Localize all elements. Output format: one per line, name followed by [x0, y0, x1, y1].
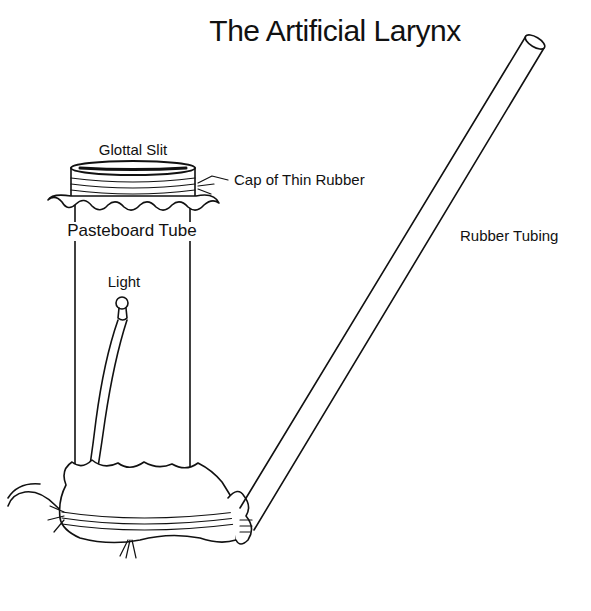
rubber-tubing — [240, 36, 526, 508]
tube-collar — [228, 491, 252, 544]
cap-tie — [198, 176, 228, 194]
part-label: Cap of Thin Rubber — [232, 172, 367, 189]
part-label: Light — [106, 274, 143, 291]
part-label: Pasteboard Tube — [65, 222, 198, 241]
collar-binding — [240, 520, 252, 532]
tube-wall — [74, 205, 76, 478]
tubing-end — [523, 32, 547, 52]
part-label: Rubber Tubing — [458, 228, 560, 245]
tube-wall — [189, 205, 191, 478]
light-bulb — [116, 297, 128, 309]
rubber-tubing — [254, 48, 544, 530]
part-label: Glottal Slit — [97, 142, 169, 159]
cap-windings — [71, 178, 195, 194]
rubber-frill — [48, 195, 219, 210]
rubber-bag — [60, 460, 236, 543]
diagram-title: The Artificial Larynx — [209, 14, 460, 47]
bag-tie — [120, 540, 136, 558]
glottal-slit-rim — [71, 161, 195, 175]
bag-tie — [48, 506, 64, 532]
bag-binding — [62, 512, 236, 530]
glottal-slit — [80, 168, 186, 170]
light-base — [118, 308, 127, 320]
light-wire — [8, 484, 40, 498]
cap-band — [71, 168, 195, 196]
